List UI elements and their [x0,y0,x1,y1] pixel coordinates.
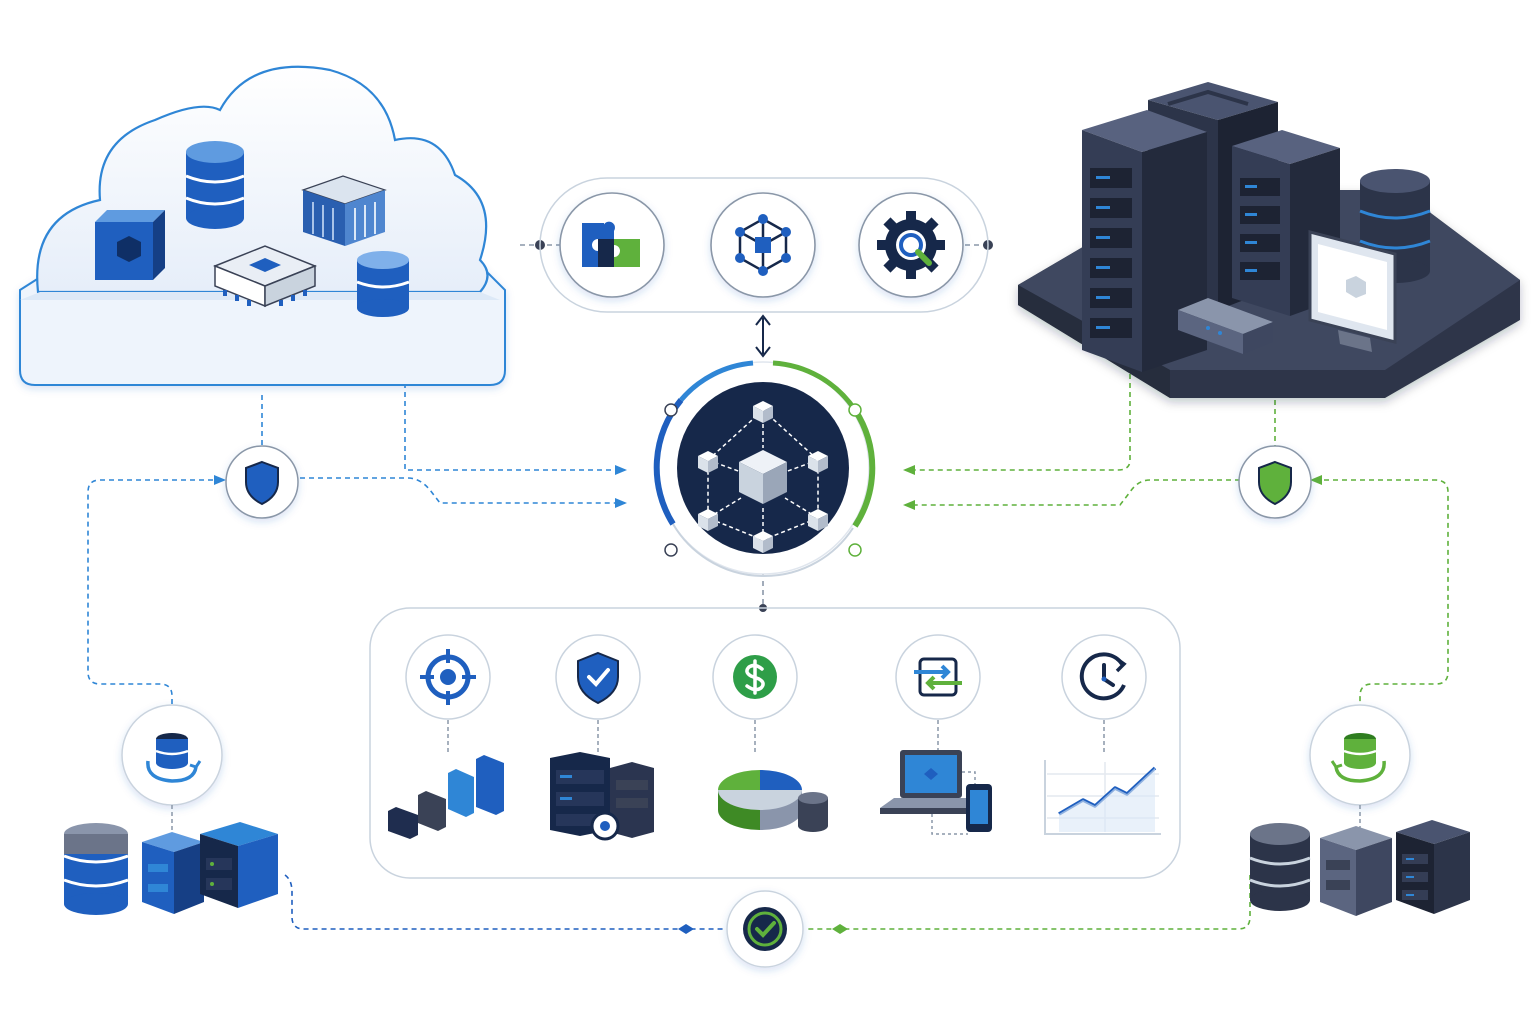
capability-migration[interactable] [880,634,992,835]
server-rack-icon [1396,820,1470,914]
storage-site-left[interactable] [63,704,278,915]
bidirectional-arrow-icon [755,314,771,358]
service-node-integration[interactable] [559,192,665,298]
service-node-automation[interactable] [858,192,964,298]
clock-icon [1079,652,1127,701]
line-chart-icon [1044,760,1161,835]
connector-shield-hub [905,479,1240,506]
top-services-bar [539,177,989,313]
dollar-icon [733,655,777,699]
capability-monitoring[interactable] [1044,634,1161,835]
central-hub[interactable] [653,360,876,578]
shield-check-icon [577,651,619,705]
bar-chart-icon [388,755,504,839]
shield-icon [245,460,279,506]
database-icon [356,251,410,317]
security-node-cloud[interactable] [225,445,299,519]
storage-site-right[interactable] [1249,704,1470,916]
connector-left-storage-status [284,874,725,930]
database-icon [185,141,245,229]
connector-cloud-hub-lower [300,477,625,504]
database-icon [63,823,129,915]
database-sync-icon [1330,733,1386,783]
shield-icon [1258,460,1292,506]
gear-search-icon [877,211,945,279]
server-rack-icon [301,175,387,246]
cube-network-icon [698,401,828,553]
server-icon [142,832,204,914]
cube-icon [95,210,165,280]
server-icon [1320,826,1392,916]
network-appliance-icon [1178,298,1273,354]
capability-performance[interactable] [388,634,504,839]
transfer-icon [914,657,962,697]
target-icon [420,649,476,705]
rack-unit-lights [1090,168,1132,338]
bottom-status-node[interactable] [726,890,804,968]
pie-chart-icon [718,770,828,832]
laptop-phone-icon [880,750,992,835]
arrow-heads [214,240,1322,934]
chip-icon [212,245,318,308]
database-icon [1249,823,1311,911]
database-sync-icon [146,733,202,783]
connector-datacenter-hub-upper [905,365,1131,471]
cloud-zone [19,65,506,386]
service-node-network[interactable] [710,192,816,298]
server-rack-icon [200,822,278,908]
connector-shield-left-storage [87,479,222,712]
security-node-datacenter[interactable] [1238,445,1312,519]
connector-shield-right-storage [1315,479,1449,712]
check-circle-icon [743,907,787,951]
monitor-icon [1308,230,1397,352]
server-icon [550,752,654,841]
satellite-cubes [698,401,828,553]
capability-security[interactable] [550,634,654,841]
datacenter-zone [1018,82,1520,398]
connector-right-storage-status [805,875,1251,930]
puzzle-icon [582,221,640,267]
capability-cost[interactable] [712,634,828,832]
capabilities-panel [369,607,1181,879]
